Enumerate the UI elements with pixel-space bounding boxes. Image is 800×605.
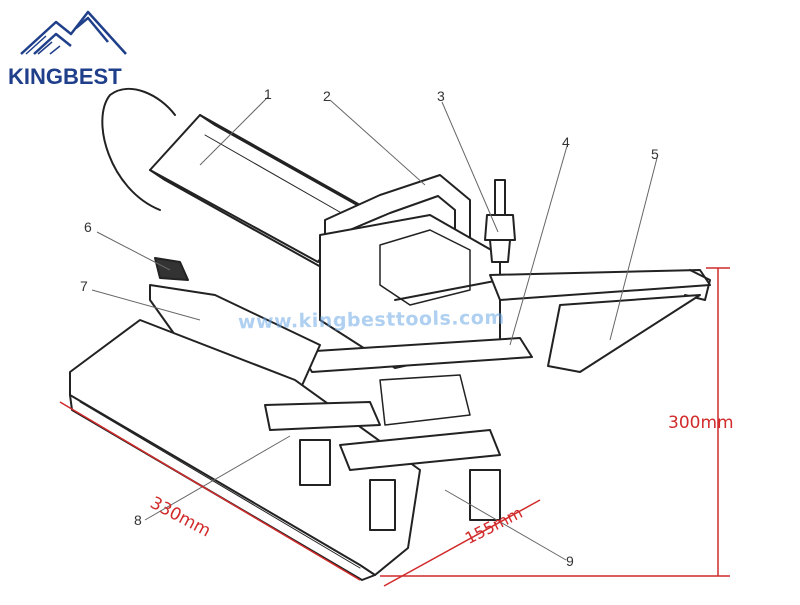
callout-9: 9 xyxy=(566,553,574,569)
callout-5: 5 xyxy=(651,146,659,162)
callout-2: 2 xyxy=(323,88,331,104)
brand-logo: KINGBEST xyxy=(6,4,146,90)
mountain-logo-icon xyxy=(20,10,127,55)
callout-4: 4 xyxy=(562,134,570,150)
height-dimension-label: 300mm xyxy=(668,413,734,433)
callout-7: 7 xyxy=(80,278,88,294)
brand-name: KINGBEST xyxy=(8,64,122,89)
watermark-url: www.kingbesttools.com xyxy=(237,306,505,334)
lower-clamp xyxy=(264,401,381,431)
callout-3: 3 xyxy=(437,88,445,104)
locking-pin xyxy=(484,179,516,263)
callout-1: 1 xyxy=(264,86,272,102)
upper-frame xyxy=(489,269,711,301)
callout-6: 6 xyxy=(84,219,92,235)
base-plate xyxy=(69,319,421,576)
power-cable xyxy=(101,87,176,211)
callout-8: 8 xyxy=(134,512,142,528)
